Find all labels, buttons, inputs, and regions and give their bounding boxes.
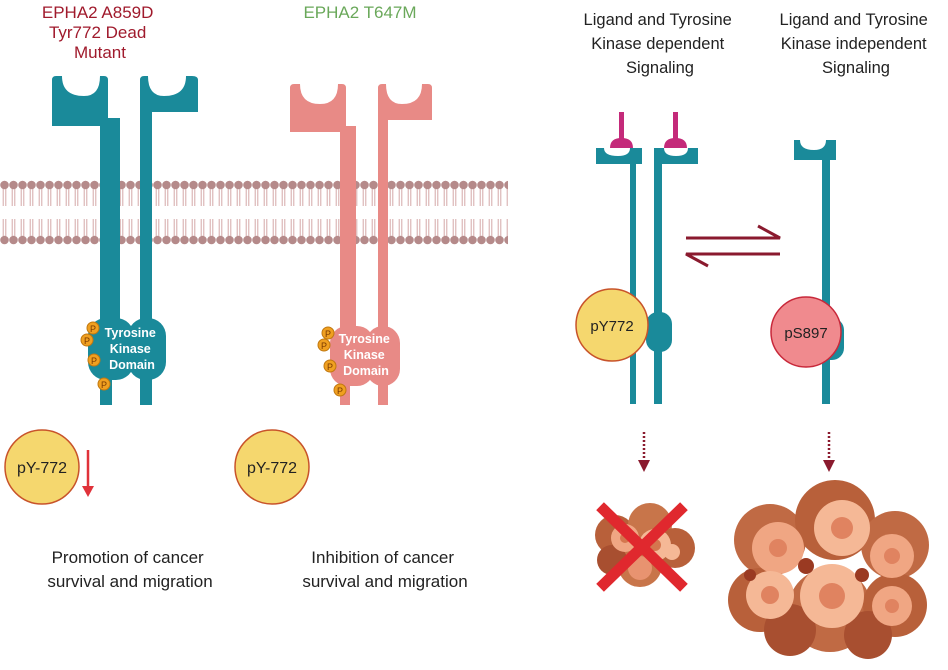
receptor-a859d — [52, 76, 198, 405]
dimer-left-chain — [596, 148, 642, 404]
kinase-domain-label-a859d: Tyrosine Kinase Domain — [105, 326, 160, 372]
phosphate-badge: P — [321, 326, 335, 340]
phosphate-badge: P — [87, 353, 101, 367]
phosphate-badge: P — [86, 321, 100, 335]
kinase-domain-label-t647m: Tyrosine Kinase Domain — [339, 332, 394, 378]
svg-text:P: P — [337, 386, 343, 396]
py772-indicator-left: pY-772 — [4, 429, 80, 505]
phosphate-group-a859d: P P P P — [80, 321, 111, 391]
independent-signaling-title: Ligand and Tyrosine Kinase independent S… — [780, 11, 933, 77]
phosphate-badge: P — [323, 359, 337, 373]
down-arrow-icon — [638, 432, 650, 472]
mutant-title: EPHA2 A859D Tyr772 Dead Mutant — [42, 3, 158, 62]
svg-text:P: P — [90, 324, 96, 334]
down-arrow-icon — [823, 432, 835, 472]
t647m-title: EPHA2 T647M — [303, 3, 416, 22]
dimer-right-chain — [654, 148, 698, 404]
large-tumor-icon — [728, 480, 929, 659]
cell-membrane — [0, 180, 508, 250]
receptor-t647m-kinase-left — [330, 326, 374, 386]
ligand-icon-left — [610, 112, 633, 148]
phosphate-badge: P — [333, 383, 347, 397]
phosphate-group-t647m: P P P P — [317, 326, 347, 397]
svg-text:P: P — [84, 336, 90, 346]
svg-text:P: P — [101, 380, 107, 390]
svg-text:pY-772: pY-772 — [17, 460, 67, 477]
ligand-icon-right — [664, 112, 687, 148]
phosphate-badge: P — [80, 333, 94, 347]
receptor-a859d-kinase-left — [88, 318, 134, 380]
blocked-cross-icon — [596, 502, 688, 592]
receptor-t647m-kinase-right — [366, 326, 400, 386]
phosphate-badge: P — [97, 377, 111, 391]
receptor-a859d-kinase-right — [128, 318, 166, 380]
svg-text:P: P — [321, 341, 327, 351]
ligand-bound-dimer — [596, 148, 698, 404]
py772-circle-right: pY772 — [575, 288, 649, 362]
dimer-kinase-right — [646, 312, 672, 352]
decrease-arrow-icon — [82, 450, 94, 497]
svg-text:pY-772: pY-772 — [247, 460, 297, 477]
caption-promotion: Promotion of cancer survival and migrati… — [47, 548, 212, 591]
phosphate-badge: P — [317, 338, 331, 352]
svg-text:pS897: pS897 — [784, 325, 827, 342]
equilibrium-arrows-icon — [685, 224, 781, 268]
dependent-signaling-title: Ligand and Tyrosine Kinase dependent Sig… — [584, 11, 737, 77]
svg-text:P: P — [325, 329, 331, 339]
caption-inhibition: Inhibition of cancer survival and migrat… — [302, 548, 467, 591]
py772-indicator-middle: pY-772 — [234, 429, 310, 505]
svg-text:pY772: pY772 — [590, 318, 633, 335]
ps897-circle: pS897 — [770, 296, 842, 368]
receptor-t647m — [290, 84, 432, 405]
svg-text:P: P — [327, 362, 333, 372]
svg-text:P: P — [91, 356, 97, 366]
